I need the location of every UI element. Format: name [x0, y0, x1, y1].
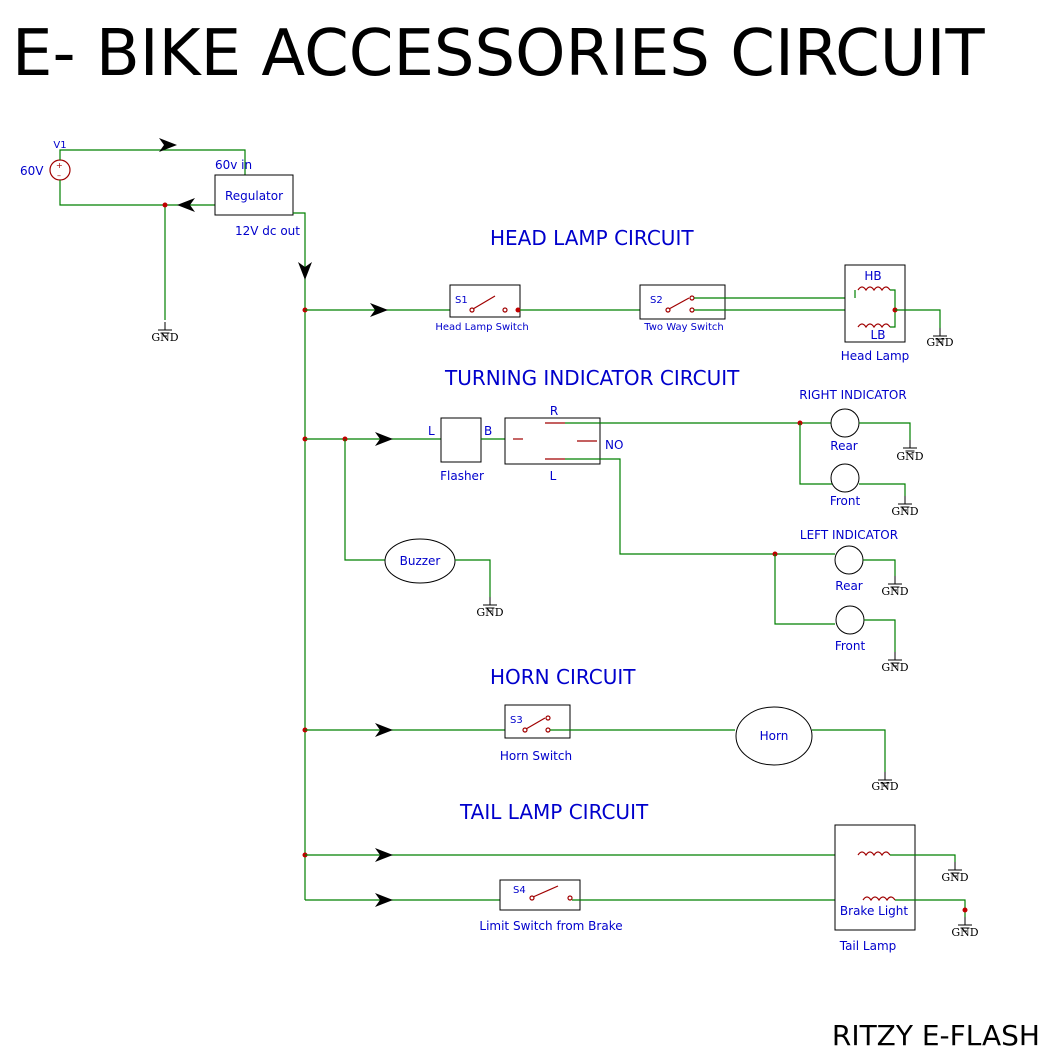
left-rear-lamp [834, 545, 864, 575]
flasher-label: Flasher [440, 469, 484, 483]
svg-text:Rear: Rear [830, 439, 858, 453]
two-way-switch: S2 [639, 284, 726, 320]
svg-text:S2: S2 [650, 295, 663, 306]
svg-text:GND: GND [951, 926, 978, 939]
indicator-switch: R L NO [504, 404, 623, 483]
horn: Horn [735, 706, 813, 766]
source-ref: V1 [53, 140, 66, 151]
tail-lamp-heading: TAIL LAMP CIRCUIT [459, 800, 649, 824]
brake-limit-switch: S4 [499, 879, 581, 911]
head-lamp-switch: S1 [449, 284, 521, 318]
svg-text:R: R [550, 404, 558, 418]
two-way-switch-label: Two Way Switch [643, 322, 723, 333]
left-indicator-label: LEFT INDICATOR [800, 528, 898, 542]
horn-heading: HORN CIRCUIT [490, 665, 636, 689]
head-lamp-label: Head Lamp [841, 349, 910, 363]
high-beam-coil-icon [857, 286, 891, 292]
svg-text:Front: Front [830, 494, 861, 508]
svg-text:Horn: Horn [760, 729, 789, 743]
brake-light-coil-icon [862, 896, 896, 902]
low-beam-coil-icon [857, 323, 891, 329]
left-front-lamp [835, 605, 865, 635]
svg-text:L: L [428, 424, 435, 438]
regulator-input-label: 60v in [215, 158, 252, 172]
svg-text:GND: GND [896, 450, 923, 463]
diagram-title: E- BIKE ACCESSORIES CIRCUIT [12, 17, 986, 91]
power-source: + – V1 60V [20, 140, 71, 181]
svg-text:LB: LB [871, 328, 886, 342]
svg-text:–: – [57, 171, 61, 180]
svg-text:GND: GND [926, 336, 953, 349]
tail-light-coil-icon [857, 851, 891, 857]
indicator-heading: TURNING INDICATOR CIRCUIT [444, 366, 740, 390]
svg-text:Rear: Rear [835, 579, 863, 593]
svg-text:HB: HB [864, 269, 881, 283]
svg-text:B: B [484, 424, 492, 438]
svg-text:S4: S4 [513, 885, 526, 896]
tail-lamp: Brake Light [834, 824, 916, 931]
footer-brand: RITZY E-FLASH [832, 1019, 1040, 1052]
svg-text:+: + [56, 161, 63, 170]
horn-switch-label: Horn Switch [500, 749, 572, 763]
svg-text:NO: NO [605, 438, 623, 452]
svg-text:GND: GND [891, 505, 918, 518]
right-rear-lamp [830, 408, 860, 438]
head-lamp-heading: HEAD LAMP CIRCUIT [490, 226, 694, 250]
gnd-label: GND [151, 331, 178, 344]
svg-text:Front: Front [835, 639, 866, 653]
svg-text:GND: GND [476, 606, 503, 619]
tail-lamp-label: Tail Lamp [839, 939, 897, 953]
right-front-lamp [830, 463, 860, 493]
svg-text:S1: S1 [455, 295, 468, 306]
svg-text:GND: GND [881, 585, 908, 598]
svg-text:GND: GND [941, 871, 968, 884]
regulator-output-label: 12V dc out [235, 224, 300, 238]
horn-switch: S3 [504, 704, 571, 739]
svg-text:Brake Light: Brake Light [840, 904, 908, 918]
buzzer: Buzzer [384, 538, 456, 584]
regulator: Regulator [214, 174, 294, 216]
flasher: L B [428, 417, 492, 463]
svg-text:GND: GND [871, 780, 898, 793]
right-indicator-label: RIGHT INDICATOR [799, 388, 906, 402]
head-lamp-switch-label: Head Lamp Switch [435, 322, 528, 333]
head-lamp: HB LB [844, 264, 906, 343]
source-voltage: 60V [20, 164, 44, 178]
regulator-label: Regulator [225, 189, 283, 203]
svg-text:GND: GND [881, 661, 908, 674]
brake-switch-label: Limit Switch from Brake [479, 919, 622, 933]
svg-text:Buzzer: Buzzer [400, 554, 441, 568]
svg-text:S3: S3 [510, 715, 523, 726]
svg-text:L: L [550, 469, 557, 483]
